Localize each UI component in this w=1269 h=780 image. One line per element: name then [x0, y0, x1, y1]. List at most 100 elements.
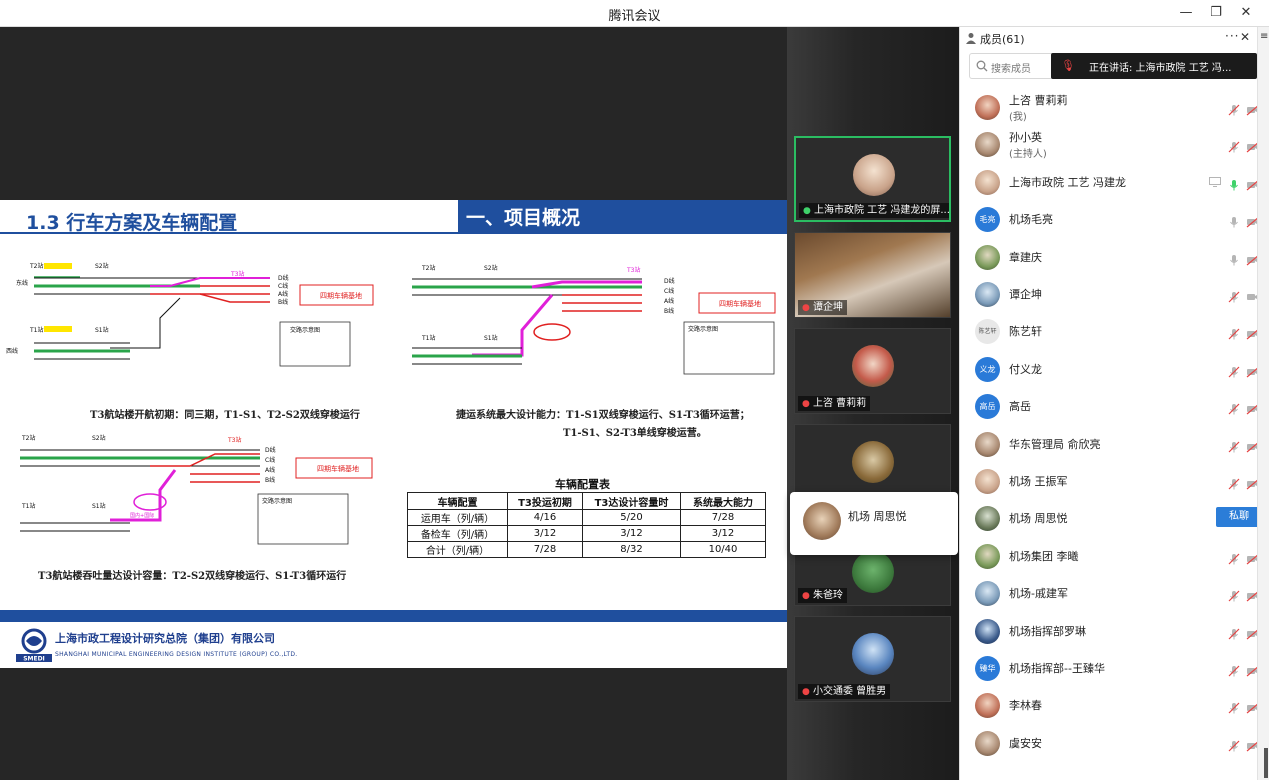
member-name: 李林春: [1009, 699, 1042, 713]
mic-muted-icon[interactable]: [1228, 737, 1240, 752]
member-row[interactable]: 机场指挥部罗琳: [960, 613, 1260, 650]
minimize-icon[interactable]: —: [1179, 5, 1193, 20]
mic-muted-icon[interactable]: [1228, 625, 1240, 640]
member-row[interactable]: 臻华机场指挥部--王臻华: [960, 650, 1260, 687]
base-box: [299, 284, 374, 306]
table-cell: 8/32: [582, 541, 681, 558]
participant-name: 机场 周思悦: [848, 510, 907, 523]
table-cell: 3/12: [680, 525, 766, 542]
video-tile-label: ●小交通委 曾胜男: [798, 684, 891, 699]
mic-muted-icon[interactable]: [1228, 101, 1240, 116]
member-list-scrollbar[interactable]: [1264, 748, 1268, 778]
diagram-caption-3: T1-S1、S2-T3单线穿梭运营。: [563, 428, 707, 439]
video-tile-label: ●谭企坤: [798, 300, 847, 315]
member-avatar: [975, 282, 1000, 307]
mic-muted-icon[interactable]: [1228, 699, 1240, 714]
member-row[interactable]: 华东管理局 俞欣亮: [960, 426, 1260, 463]
shared-slide: 1.3 行车方案及车辆配置 一、项目概况 东线 西线 T2站 S2站 T1站 S…: [0, 200, 787, 668]
restore-icon[interactable]: ❐: [1210, 5, 1222, 20]
more-options-icon[interactable]: ···: [1225, 29, 1240, 43]
member-row[interactable]: 机场 王振军: [960, 463, 1260, 500]
mic-muted-icon[interactable]: [1228, 363, 1240, 378]
diagram-label: 四期车辆基地: [719, 299, 761, 308]
track-diagram-2: T2站 S2站 T1站 S1站 T3站 D线 C线 A线 B线 四期车辆基地 交…: [412, 264, 776, 375]
member-row[interactable]: 上咨 曹莉莉(我): [960, 89, 1260, 126]
mic-icon[interactable]: [1228, 176, 1240, 191]
video-tile[interactable]: ●上海市政院 工艺 冯建龙的屏...: [794, 136, 951, 222]
vehicle-table: 车辆配置 T3投运初期 T3达设计容量时 系统最大能力 运用车（列/辆） 4/1…: [407, 492, 766, 558]
member-row[interactable]: 虞安安: [960, 725, 1260, 762]
member-row[interactable]: 机场 周思悦私聊: [960, 500, 1262, 537]
diagram-label: 交路示意图: [262, 497, 292, 505]
member-name: 谭企坤: [1009, 288, 1042, 301]
title-bar: 腾讯会议 — ❐ ✕: [0, 0, 1269, 27]
member-row[interactable]: 机场-戚建军: [960, 575, 1260, 612]
diagram-label: T3站: [230, 270, 244, 278]
member-avatar: 臻华: [975, 656, 1000, 681]
mic-muted-icon[interactable]: [1228, 325, 1240, 340]
mic-muted-icon[interactable]: [1228, 438, 1240, 453]
base-box: [698, 292, 776, 314]
mic-muted-icon[interactable]: [1228, 550, 1240, 565]
diagram-label: 四期车辆基地: [317, 464, 359, 473]
close-panel-icon[interactable]: ✕: [1240, 30, 1251, 44]
participant-avatar: [852, 441, 894, 483]
diagram-label: S1站: [95, 326, 109, 334]
slide-header-title: 一、项目概况: [466, 207, 581, 229]
member-row[interactable]: 李林春: [960, 687, 1260, 724]
table-cell: 10/40: [680, 541, 766, 558]
mic-muted-icon[interactable]: [1228, 400, 1240, 415]
member-row[interactable]: 义龙付义龙: [960, 351, 1260, 388]
member-row[interactable]: 陈艺轩陈艺轩: [960, 313, 1260, 350]
member-search-input[interactable]: 搜索成员: [969, 53, 1059, 79]
private-chat-button[interactable]: 私聊: [1216, 507, 1262, 528]
diagram-caption-4: T3航站楼吞吐量达设计容量：T2-S2双线穿梭运行、S1-T3循环运行: [38, 571, 347, 582]
mic-muted-icon[interactable]: [1228, 662, 1240, 677]
member-name: 华东管理局 俞欣亮: [1009, 437, 1101, 451]
members-panel-header: 成员(61) ··· ✕: [960, 27, 1258, 51]
table-cell: 4/16: [507, 509, 583, 526]
mic-muted-icon[interactable]: [1228, 475, 1240, 490]
video-tile[interactable]: ●小交通委 曾胜男: [794, 616, 951, 702]
diagram-label: S2站: [92, 434, 106, 442]
search-icon: [976, 60, 988, 72]
member-row[interactable]: 机场集团 李曦: [960, 538, 1260, 575]
diagram-caption-2: 捷运系统最大设计能力：T1-S1双线穿梭运行、S1-T3循环运营；: [456, 410, 750, 421]
member-avatar: 毛亮: [975, 207, 1000, 233]
member-avatar: 义龙: [975, 356, 1000, 382]
member-row[interactable]: 上海市政院 工艺 冯建龙: [960, 164, 1260, 201]
mic-icon[interactable]: [1228, 213, 1240, 228]
track-line: [150, 277, 270, 287]
member-name: 机场-戚建军: [1009, 587, 1068, 601]
table-row: 备检车（列/辆） 3/12 3/12 3/12: [407, 525, 766, 542]
participant-avatar: [853, 154, 895, 196]
diagram-label: S2站: [484, 264, 498, 272]
track-line: [110, 297, 181, 349]
mic-icon[interactable]: [1228, 251, 1240, 266]
legend-box: [279, 321, 351, 367]
mic-muted-icon[interactable]: [1228, 138, 1240, 153]
company-name-cn: 上海市政工程设计研究总院（集团）有限公司: [55, 632, 275, 645]
member-avatar: [975, 469, 1000, 494]
mic-muted-icon: ●: [802, 303, 810, 313]
diagram-label: 交路示意图: [688, 325, 718, 333]
video-tile[interactable]: ●上咨 曹莉莉: [794, 328, 951, 414]
member-row[interactable]: 毛亮机场毛亮: [960, 201, 1260, 238]
window-controls: — ❐ ✕: [1171, 3, 1261, 23]
member-name: 章建庆: [1009, 250, 1042, 264]
mic-muted-icon[interactable]: [1228, 587, 1240, 602]
member-row[interactable]: 章建庆: [960, 239, 1260, 276]
member-name: 付义龙: [1009, 362, 1042, 376]
member-avatar: [975, 506, 1000, 532]
diagram-label: B线: [664, 307, 674, 315]
member-row[interactable]: 谭企坤: [960, 276, 1259, 313]
member-role: (我): [1009, 112, 1027, 123]
menu-icon[interactable]: ≡: [1260, 31, 1269, 42]
svg-text:SMEDI: SMEDI: [23, 656, 45, 663]
member-row[interactable]: 高岳高岳: [960, 388, 1260, 425]
video-tile[interactable]: ●谭企坤: [794, 232, 951, 318]
member-row[interactable]: 孙小英(主持人): [960, 126, 1260, 163]
close-icon[interactable]: ✕: [1240, 5, 1252, 20]
diagram-label: T3站: [227, 436, 241, 444]
mic-muted-icon[interactable]: [1228, 288, 1240, 303]
